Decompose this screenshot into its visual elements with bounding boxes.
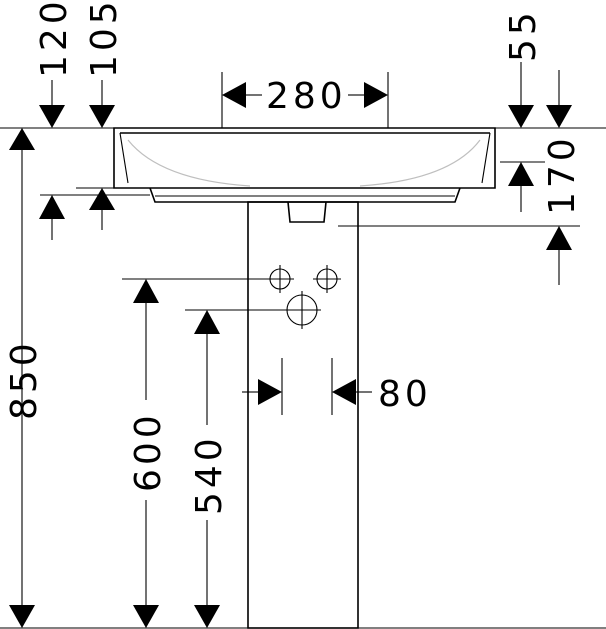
arrow-down-icon [133, 605, 159, 628]
basin-underside [149, 187, 461, 203]
pedestal-body [247, 201, 359, 629]
dim-540 [185, 309, 283, 628]
arrow-up-icon [194, 310, 220, 334]
arrow-down-icon [546, 105, 572, 128]
dim-80 [242, 358, 372, 415]
arrow-left-icon [222, 82, 246, 108]
dim-120-105 [39, 80, 150, 240]
water-connection-left [266, 265, 294, 293]
arrow-right-icon [258, 379, 282, 405]
arrow-up-icon [508, 162, 534, 186]
basin-bowl-curve [127, 139, 481, 187]
arrow-up-icon [546, 226, 572, 250]
dim-540-label: 540 [189, 434, 230, 515]
arrow-up-icon [39, 195, 65, 219]
arrow-down-icon [89, 105, 115, 128]
dim-600-label: 600 [128, 411, 169, 492]
arrow-up-icon [89, 188, 115, 210]
basin-inner-walls [119, 132, 491, 184]
dim-105-label: 105 [84, 0, 125, 78]
water-connection-right [313, 265, 341, 293]
arrow-up-icon [9, 128, 35, 150]
arrow-down-icon [39, 105, 65, 128]
dim-850 [0, 127, 114, 628]
dim-600 [122, 278, 266, 628]
dim-280-label: 280 [266, 76, 347, 117]
arrow-right-icon [364, 82, 388, 108]
arrow-down-icon [508, 105, 534, 128]
arrow-down-icon [9, 605, 35, 628]
dim-170-label: 170 [542, 134, 583, 215]
arrow-down-icon [194, 605, 220, 628]
dim-850-label: 850 [4, 339, 45, 420]
dim-280 [221, 72, 389, 128]
dim-55-label: 55 [503, 8, 544, 62]
dim-80-label: 80 [378, 374, 432, 415]
waste-connection [283, 291, 321, 329]
basin-outline [113, 127, 496, 189]
drain-outlet [287, 201, 327, 223]
pedestal [247, 201, 359, 629]
arrow-up-icon [133, 279, 159, 303]
dim-170 [338, 161, 580, 285]
dim-55 [495, 62, 606, 129]
arrow-left-icon [332, 379, 356, 405]
dim-120-label: 120 [34, 0, 75, 78]
washbasin [113, 127, 496, 223]
